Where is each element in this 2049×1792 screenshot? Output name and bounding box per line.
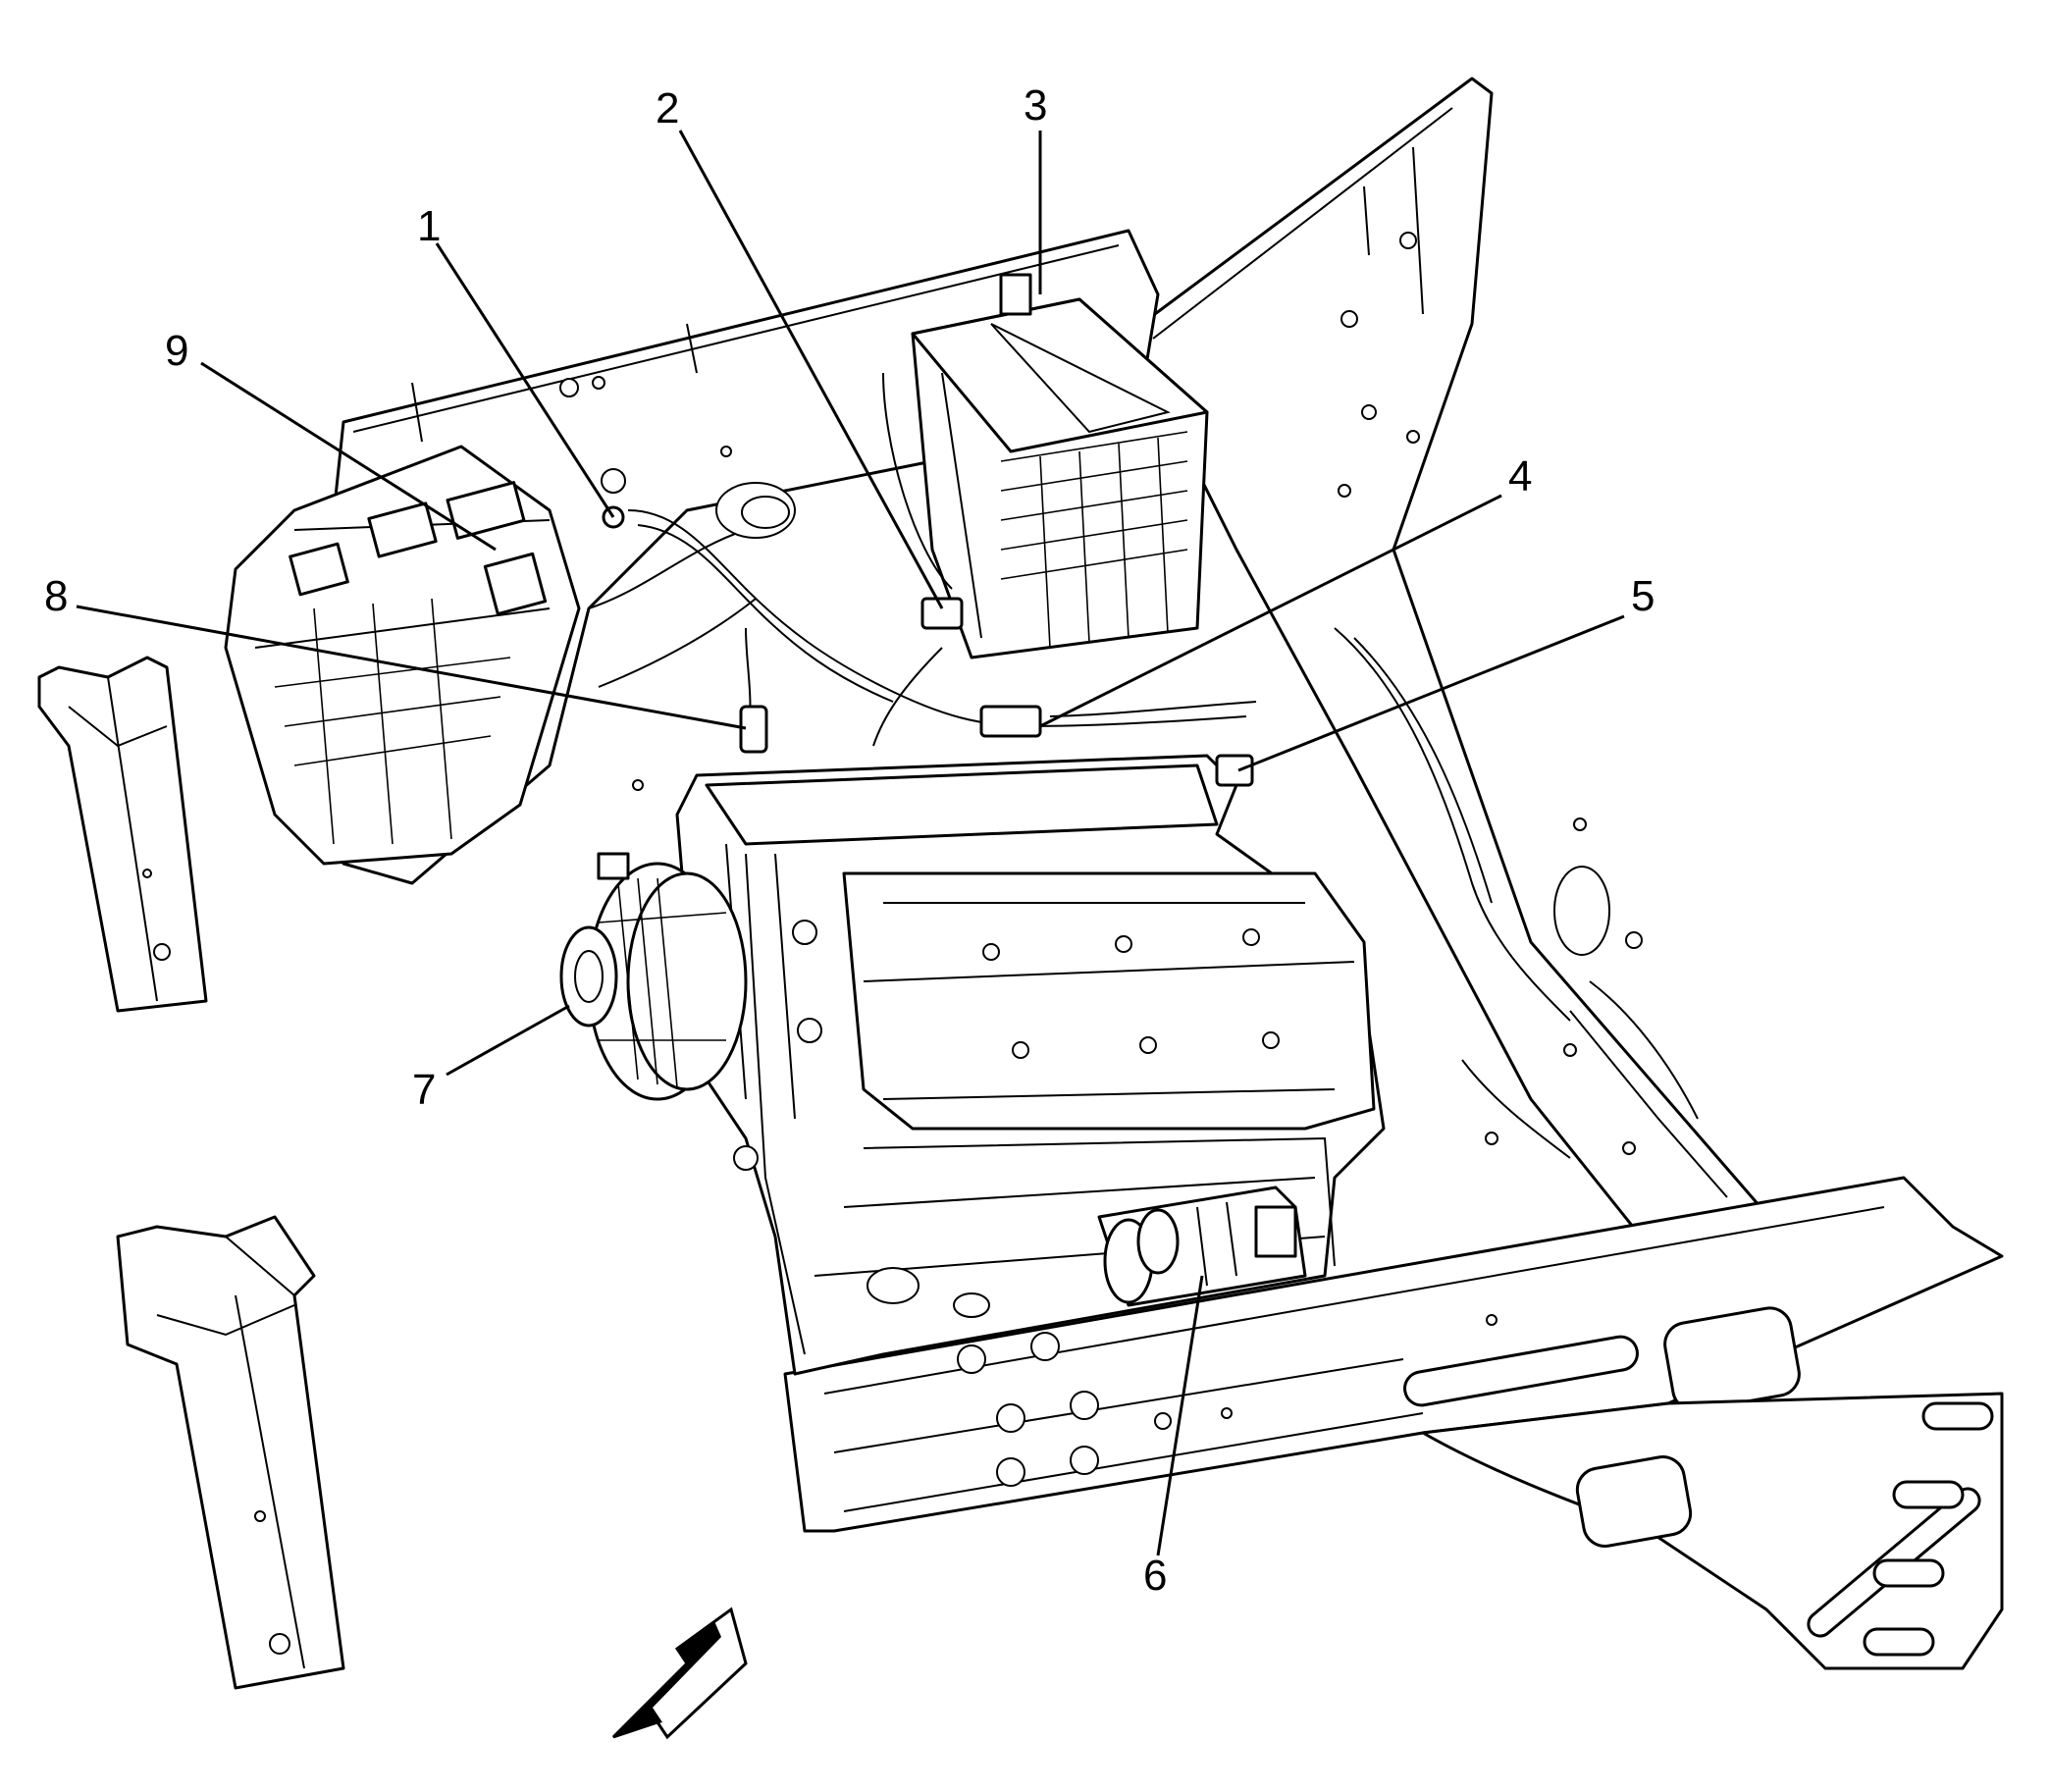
wiring-harness [602,505,1257,787]
leader-4 [1039,494,1502,728]
right-fender-panel [1127,77,1788,1297]
callout-6: 6 [1143,1552,1167,1600]
leader-8 [76,605,747,730]
callout-4: 4 [1508,452,1532,501]
leader-2 [678,130,944,609]
underhood-fuse-block [224,445,581,866]
callout-labels: 1 2 3 4 5 6 7 8 9 [44,81,1655,1600]
leader-7 [446,1004,570,1077]
callout-9: 9 [165,327,188,375]
upper-left-bracket [37,656,208,1013]
callout-1: 1 [417,202,441,250]
leader-5 [1237,614,1625,772]
callout-5: 5 [1631,572,1655,620]
generator [559,852,748,1101]
callout-8: 8 [44,572,68,620]
front-direction-arrow-icon [611,1607,748,1740]
starter-motor [1097,1186,1307,1307]
battery [882,273,1209,659]
leader-1 [435,242,615,518]
callout-2: 2 [656,84,679,132]
callout-leaders [76,130,1625,1556]
leader-6 [1156,1275,1204,1556]
front-frame-rail [783,1176,2004,1670]
callout-3: 3 [1024,81,1047,130]
lower-left-bracket [116,1215,345,1690]
leader-9 [200,361,497,552]
callout-7: 7 [412,1066,436,1114]
